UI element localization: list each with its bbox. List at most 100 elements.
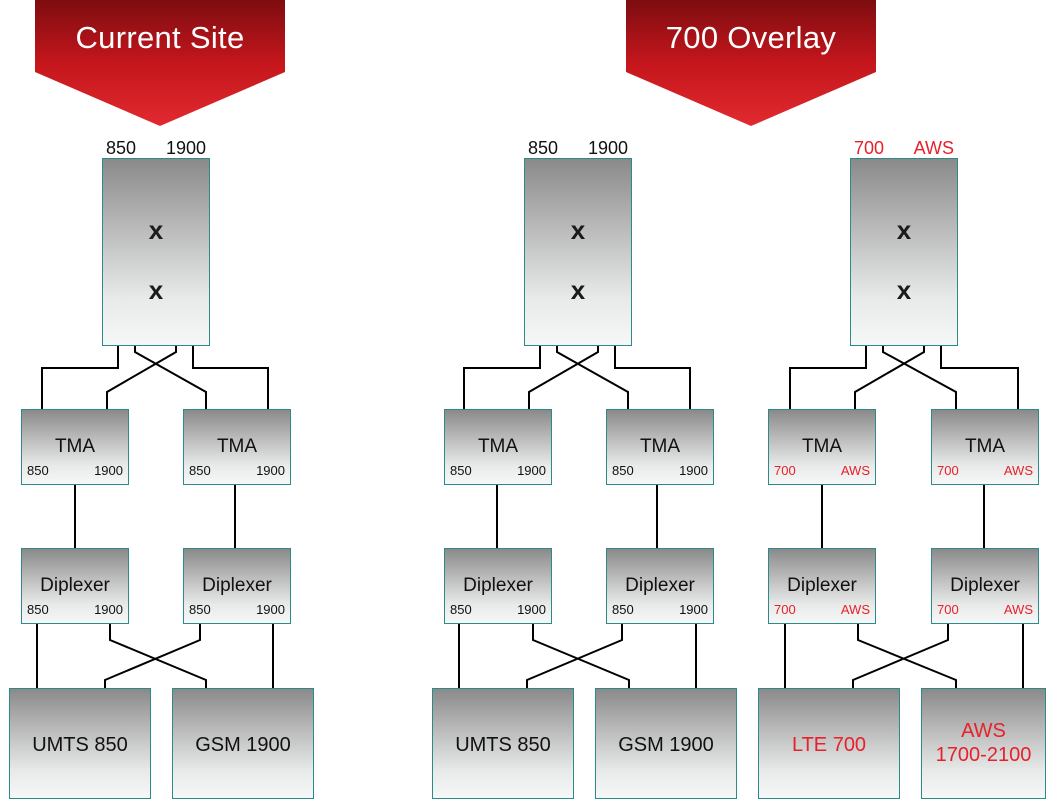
- antenna-port-mark: x: [148, 215, 164, 245]
- tma-title: TMA: [477, 436, 519, 457]
- port-high: AWS: [1003, 602, 1033, 617]
- antenna-port-mark: x: [896, 215, 912, 245]
- tma-title: TMA: [216, 436, 258, 457]
- port-high: 1900: [517, 463, 546, 478]
- port-high: 1900: [679, 602, 708, 617]
- tma-right: TMA 850 1900: [606, 409, 714, 485]
- port-high: AWS: [840, 602, 870, 617]
- port-low: 700: [774, 602, 796, 617]
- tma-left: TMA 850 1900: [21, 409, 129, 485]
- port-high: 1900: [94, 463, 123, 478]
- antenna-band-low: 850: [106, 138, 137, 158]
- antenna-band-labels: 850 1900: [102, 138, 210, 158]
- tma-title: TMA: [639, 436, 681, 457]
- wire-antenna-cross: [134, 346, 207, 409]
- wire-antenna-tma: [789, 346, 867, 409]
- wire-diplexer-cross: [857, 624, 957, 688]
- wire-antenna-cross: [528, 346, 599, 409]
- wire-diplexer-cross: [104, 624, 201, 688]
- tma-left: TMA 700 AWS: [768, 409, 876, 485]
- radio-right: AWS 1700-2100: [921, 688, 1046, 799]
- antenna-band-high: 1900: [165, 138, 206, 158]
- port-low: 850: [189, 602, 211, 617]
- tma-title: TMA: [801, 436, 843, 457]
- wire-antenna-cross: [882, 346, 957, 409]
- diplexer-right: Diplexer 850 1900: [183, 548, 291, 624]
- diplexer-left: Diplexer 700 AWS: [768, 548, 876, 624]
- banner-arrow-shape: [626, 0, 876, 126]
- port-low: 850: [189, 463, 211, 478]
- radio-left: UMTS 850: [9, 688, 151, 799]
- antenna-band-low: 850: [528, 138, 559, 158]
- radio-right: GSM 1900: [595, 688, 737, 799]
- diplexer-right: Diplexer 700 AWS: [931, 548, 1039, 624]
- tma-title: TMA: [964, 436, 1006, 457]
- diplexer-title: Diplexer: [787, 575, 857, 596]
- antenna-band-high: 1900: [587, 138, 628, 158]
- antenna-panel: x x: [102, 158, 210, 346]
- port-low: 850: [27, 463, 49, 478]
- radio-title: GSM 1900: [195, 734, 291, 756]
- tma-right: TMA 850 1900: [183, 409, 291, 485]
- radio-left: LTE 700: [758, 688, 900, 799]
- wire-diplexer-cross: [109, 624, 207, 688]
- banner-700-overlay: 700 Overlay: [626, 0, 876, 126]
- diplexer-title: Diplexer: [950, 575, 1020, 596]
- banner-arrow-shape: [35, 0, 285, 126]
- wire-antenna-tma: [41, 346, 119, 409]
- port-low: 850: [612, 463, 634, 478]
- radio-title: UMTS 850: [455, 734, 551, 756]
- wire-antenna-tma: [614, 346, 691, 409]
- radio-title: AWS: [961, 720, 1006, 742]
- port-low: 700: [937, 602, 959, 617]
- antenna-panel: x x: [524, 158, 632, 346]
- antenna-port-mark: x: [570, 275, 586, 305]
- wire-antenna-cross: [556, 346, 629, 409]
- port-high: AWS: [1003, 463, 1033, 478]
- antenna-port-mark: x: [570, 215, 586, 245]
- port-low: 850: [450, 602, 472, 617]
- wire-antenna-cross: [854, 346, 925, 409]
- wire-diplexer-cross: [852, 624, 949, 688]
- banner-title: Current Site: [75, 20, 245, 55]
- wire-antenna-cross: [106, 346, 177, 409]
- port-high: 1900: [256, 602, 285, 617]
- port-high: AWS: [840, 463, 870, 478]
- wire-antenna-tma: [463, 346, 541, 409]
- radio-right: GSM 1900: [172, 688, 314, 799]
- antenna-port-mark: x: [896, 275, 912, 305]
- tma-right: TMA 700 AWS: [931, 409, 1039, 485]
- wire-antenna-tma: [940, 346, 1019, 409]
- tma-left: TMA 850 1900: [444, 409, 552, 485]
- antenna-port-mark: x: [148, 275, 164, 305]
- port-low: 700: [937, 463, 959, 478]
- diplexer-title: Diplexer: [202, 575, 272, 596]
- banner-title: 700 Overlay: [665, 20, 837, 55]
- antenna-band-labels: 850 1900: [524, 138, 632, 158]
- port-high: 1900: [679, 463, 708, 478]
- antenna-band-high: AWS: [913, 138, 954, 158]
- port-high: 1900: [517, 602, 546, 617]
- port-low: 850: [27, 602, 49, 617]
- wire-diplexer-cross: [526, 624, 623, 688]
- diplexer-title: Diplexer: [625, 575, 695, 596]
- port-low: 700: [774, 463, 796, 478]
- tma-title: TMA: [54, 436, 96, 457]
- port-low: 850: [450, 463, 472, 478]
- radio-title: LTE 700: [791, 734, 867, 756]
- banner-current-site: Current Site: [35, 0, 285, 126]
- wire-antenna-tma: [192, 346, 269, 409]
- radio-subtitle: 1700-2100: [935, 744, 1032, 766]
- wire-diplexer-cross: [532, 624, 630, 688]
- radio-title: UMTS 850: [32, 734, 128, 756]
- antenna-panel: x x: [850, 158, 958, 346]
- port-high: 1900: [256, 463, 285, 478]
- radio-left: UMTS 850: [432, 688, 574, 799]
- antenna-band-labels: 700 AWS: [850, 138, 958, 158]
- radio-title: GSM 1900: [618, 734, 714, 756]
